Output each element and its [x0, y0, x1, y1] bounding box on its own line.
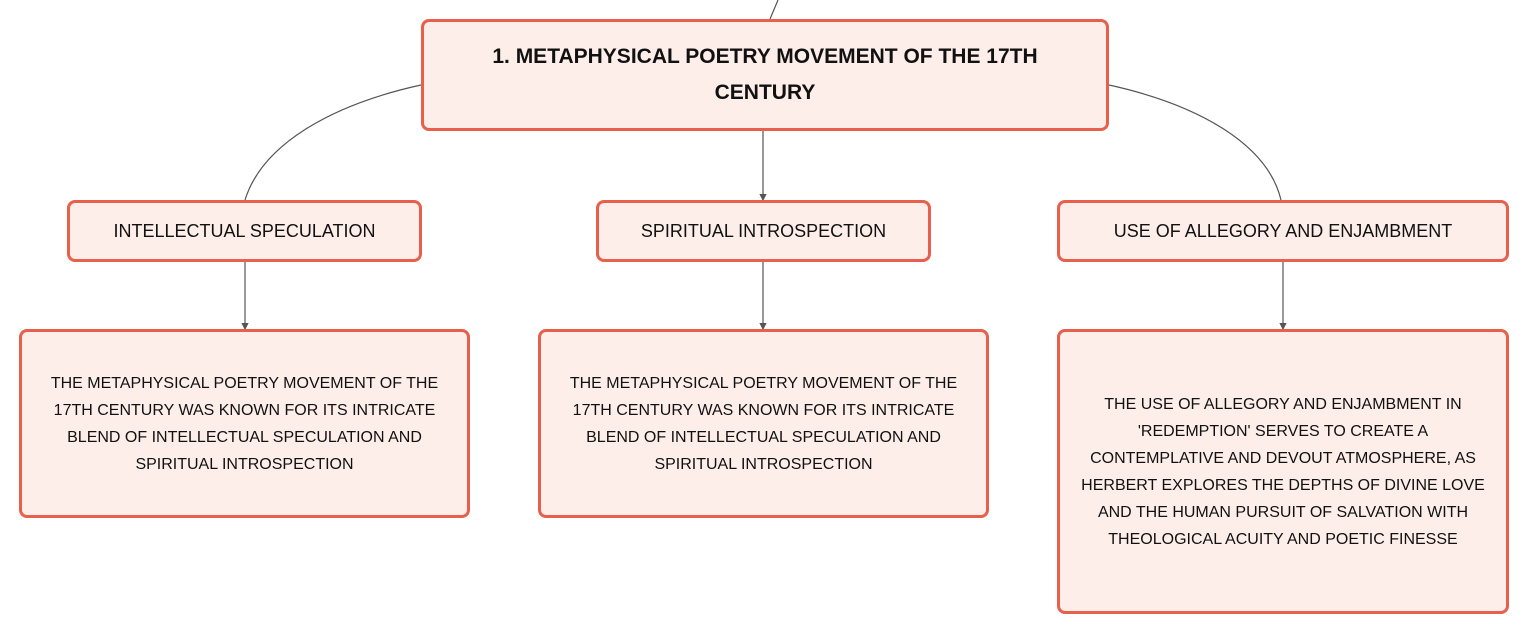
- topic-node-allegory-enjambment[interactable]: USE OF ALLEGORY AND ENJAMBMENT: [1057, 200, 1509, 262]
- connector-main-to-topic-1: [244, 84, 422, 201]
- topic-node-spiritual-introspection[interactable]: SPIRITUAL INTROSPECTION: [596, 200, 931, 262]
- connector-main-to-topic-3: [1108, 84, 1282, 201]
- detail-text: THE METAPHYSICAL POETRY MOVEMENT OF THE …: [50, 374, 439, 473]
- detail-text: THE USE OF ALLEGORY AND ENJAMBMENT IN 'R…: [1081, 395, 1485, 548]
- detail-node-allegory-enjambment[interactable]: THE USE OF ALLEGORY AND ENJAMBMENT IN 'R…: [1057, 329, 1509, 614]
- detail-text: THE METAPHYSICAL POETRY MOVEMENT OF THE …: [569, 374, 958, 473]
- connector-parent: [769, 0, 779, 20]
- detail-node-intellectual-speculation[interactable]: THE METAPHYSICAL POETRY MOVEMENT OF THE …: [19, 329, 470, 518]
- main-topic-label: 1. METAPHYSICAL POETRY MOVEMENT OF THE 1…: [492, 45, 1038, 104]
- main-topic-node[interactable]: 1. METAPHYSICAL POETRY MOVEMENT OF THE 1…: [421, 19, 1109, 131]
- topic-label: INTELLECTUAL SPECULATION: [113, 221, 376, 241]
- topic-label: USE OF ALLEGORY AND ENJAMBMENT: [1113, 221, 1453, 241]
- topic-label: SPIRITUAL INTROSPECTION: [640, 221, 887, 241]
- topic-node-intellectual-speculation[interactable]: INTELLECTUAL SPECULATION: [67, 200, 422, 262]
- detail-node-spiritual-introspection[interactable]: THE METAPHYSICAL POETRY MOVEMENT OF THE …: [538, 329, 989, 518]
